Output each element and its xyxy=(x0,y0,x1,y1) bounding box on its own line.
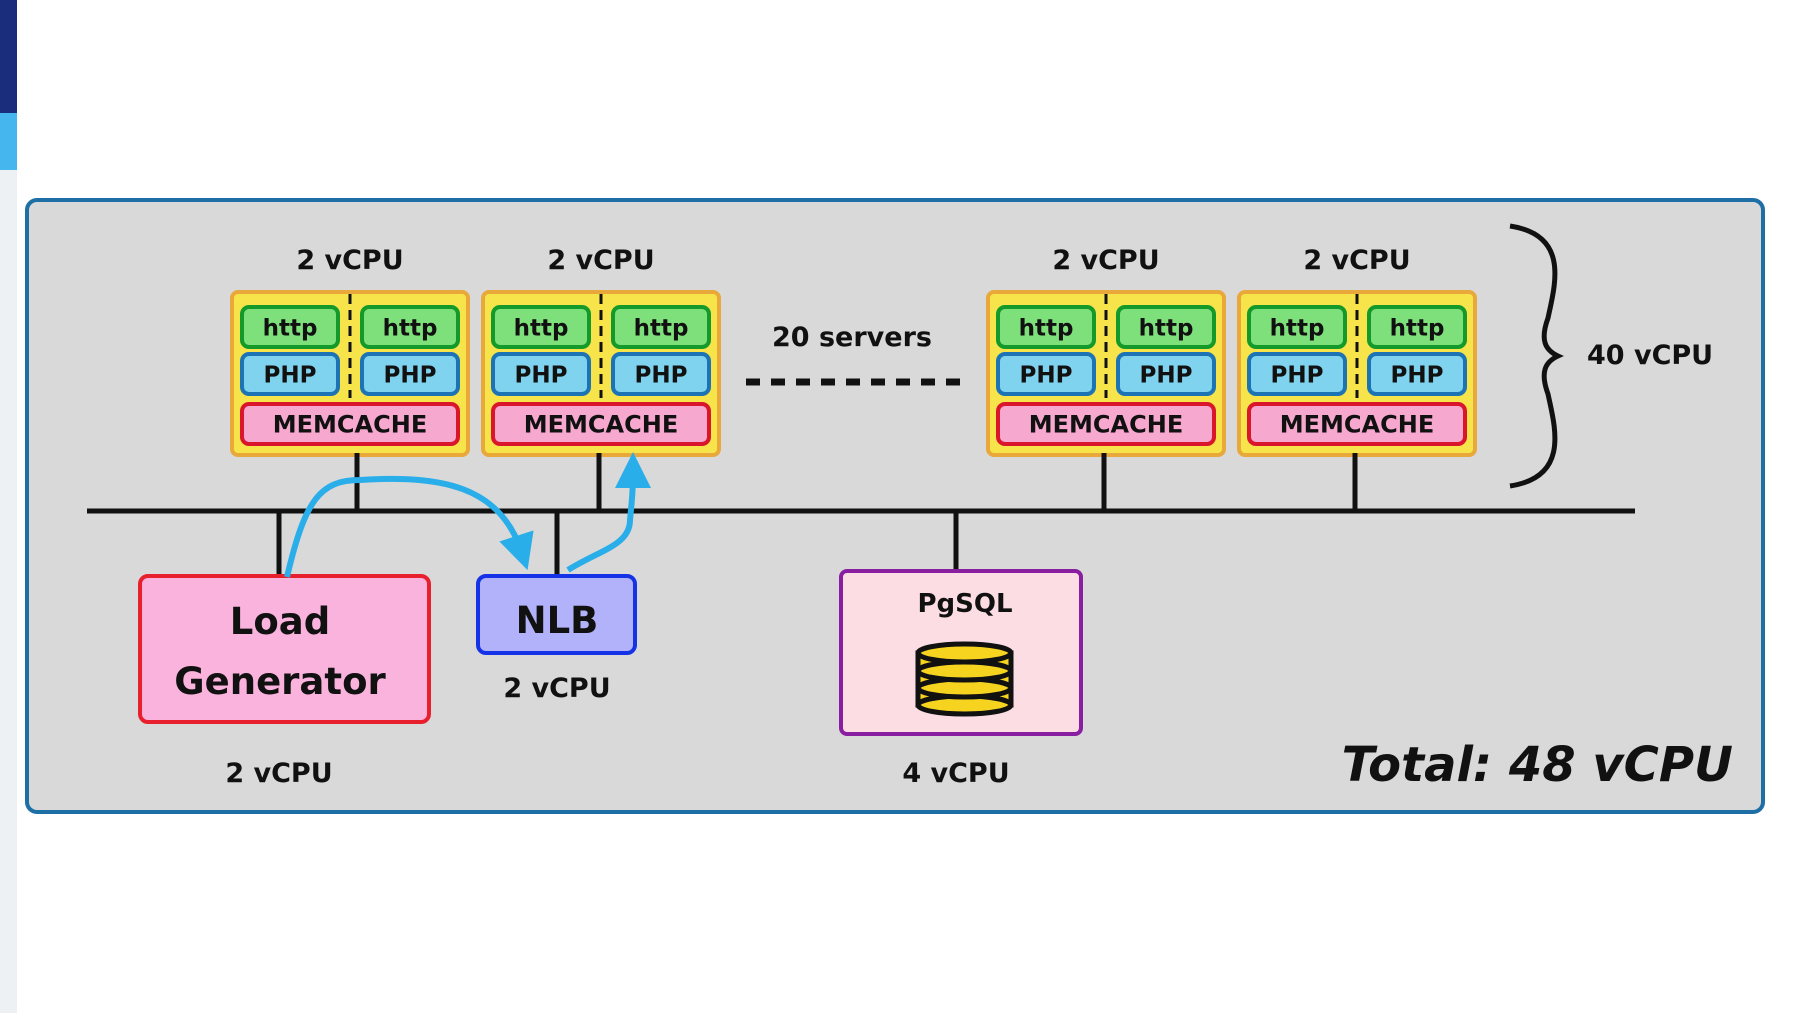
http-label: http xyxy=(1019,315,1074,341)
memcache-box xyxy=(1247,402,1467,446)
server-vcpu: 2 vCPU xyxy=(1052,245,1159,276)
memcache-box xyxy=(240,402,460,446)
php-label: PHP xyxy=(384,362,437,388)
php-label: PHP xyxy=(1271,362,1324,388)
database-icon xyxy=(915,641,1014,717)
server-vcpu: 2 vCPU xyxy=(547,245,654,276)
php-label: PHP xyxy=(635,362,688,388)
php-box xyxy=(996,352,1096,396)
http-box xyxy=(996,305,1096,349)
http-label: http xyxy=(514,315,569,341)
php-box xyxy=(1247,352,1347,396)
arrow-loadgen-to-nlb xyxy=(284,475,534,578)
http-box xyxy=(1247,305,1347,349)
php-label: PHP xyxy=(1391,362,1444,388)
total-vcpu: Total: 48 vCPU xyxy=(1342,737,1733,793)
php-label: PHP xyxy=(515,362,568,388)
load-generator-label-line1: Load xyxy=(230,600,330,643)
accent-bar-light xyxy=(0,113,17,170)
php-box xyxy=(360,352,460,396)
http-label: http xyxy=(634,315,689,341)
http-box xyxy=(491,305,591,349)
php-box xyxy=(240,352,340,396)
load-generator-vcpu: 2 vCPU xyxy=(225,758,332,789)
php-label: PHP xyxy=(1020,362,1073,388)
http-label: http xyxy=(1139,315,1194,341)
http-box xyxy=(1367,305,1467,349)
left-edge-strip xyxy=(0,0,17,1013)
nlb-vcpu: 2 vCPU xyxy=(503,673,610,704)
http-label: http xyxy=(383,315,438,341)
nlb-label: NLB xyxy=(516,599,599,642)
servers-brace xyxy=(1509,223,1564,489)
http-box xyxy=(611,305,711,349)
http-box xyxy=(240,305,340,349)
accent-bar-dark xyxy=(0,0,17,113)
http-label: http xyxy=(263,315,318,341)
servers-total-vcpu: 40 vCPU xyxy=(1587,340,1713,371)
memcache-label: MEMCACHE xyxy=(1029,411,1183,439)
memcache-box xyxy=(996,402,1216,446)
php-box xyxy=(1367,352,1467,396)
pgsql-label: PgSQL xyxy=(917,589,1012,619)
server-vcpu: 2 vCPU xyxy=(1303,245,1410,276)
memcache-label: MEMCACHE xyxy=(273,411,427,439)
pgsql-vcpu: 4 vCPU xyxy=(902,758,1009,789)
arrow-nlb-to-server xyxy=(566,452,651,573)
php-box xyxy=(491,352,591,396)
load-generator-label-line2: Generator xyxy=(174,660,386,703)
memcache-label: MEMCACHE xyxy=(524,411,678,439)
php-box xyxy=(1116,352,1216,396)
http-label: http xyxy=(1270,315,1325,341)
nlb-box xyxy=(476,574,637,655)
server-vcpu: 2 vCPU xyxy=(296,245,403,276)
http-label: http xyxy=(1390,315,1445,341)
memcache-box xyxy=(491,402,711,446)
http-box xyxy=(1116,305,1216,349)
memcache-label: MEMCACHE xyxy=(1280,411,1434,439)
php-label: PHP xyxy=(264,362,317,388)
php-label: PHP xyxy=(1140,362,1193,388)
http-box xyxy=(360,305,460,349)
php-box xyxy=(611,352,711,396)
servers-count-label: 20 servers xyxy=(772,322,932,353)
